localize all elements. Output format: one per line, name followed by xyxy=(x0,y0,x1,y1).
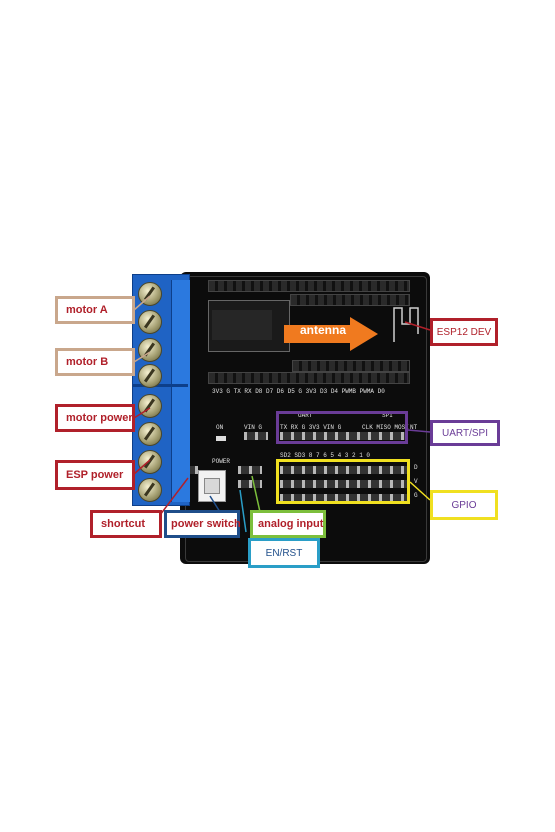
terminal-screw-4 xyxy=(138,364,162,388)
silk-top-pins: 3V3 G TX RX D8 D7 D6 D5 G 3V3 D3 D4 PWMB… xyxy=(212,388,385,395)
silk-gpio-pins: SD2 SD3 8 7 6 5 4 3 2 1 0 xyxy=(280,452,371,459)
antenna-arrow-icon xyxy=(284,317,378,351)
on-led xyxy=(216,436,226,441)
terminal-block-side xyxy=(171,280,190,502)
callout-uart-spi: UART/SPI xyxy=(430,420,500,446)
silk-power: POWER xyxy=(212,458,231,465)
silk-uart-pins: TX RX G 3V3 VIN G xyxy=(280,424,342,431)
callout-esp12-dev-text: ESP12 DEV xyxy=(436,326,492,338)
terminal-screw-6 xyxy=(138,422,162,446)
uart-spi-pin-strip xyxy=(280,432,406,440)
silk-side-g: G xyxy=(414,492,418,499)
callout-motor-b: motor B xyxy=(55,348,135,376)
callout-esp-power: ESP power xyxy=(55,460,135,490)
silk-spi-pins: CLK MISO MOSI xyxy=(362,424,409,431)
terminal-screw-2 xyxy=(138,310,162,334)
callout-shortcut-text: shortcut xyxy=(101,518,145,530)
callout-motor-b-text: motor B xyxy=(66,356,109,368)
silk-vin-g: VIN G xyxy=(244,424,263,431)
callout-motor-a-text: motor A xyxy=(66,304,108,316)
silk-side-v: V xyxy=(414,478,418,485)
callout-power-switch-text: power switch xyxy=(171,518,241,530)
callout-en-rst: EN/RST xyxy=(248,538,320,568)
terminal-screw-1 xyxy=(138,282,162,306)
callout-gpio-text: GPIO xyxy=(451,499,477,511)
callout-esp12-dev: ESP12 DEV xyxy=(430,318,498,346)
terminal-block-divider xyxy=(132,384,188,387)
gpio-highlight xyxy=(276,459,410,504)
callout-uart-spi-text: UART/SPI xyxy=(442,427,488,439)
shortcut-pin-strip xyxy=(184,466,198,474)
top-header-row-2 xyxy=(290,294,410,306)
middle-header-row-2 xyxy=(292,360,410,372)
terminal-screw-8 xyxy=(138,478,162,502)
analog-pin-strip xyxy=(238,466,262,474)
silk-spi: SPI xyxy=(382,412,393,419)
callout-motor-a: motor A xyxy=(55,296,135,324)
gpio-pin-strip-v xyxy=(280,480,410,488)
callout-esp-power-text: ESP power xyxy=(66,469,124,481)
silk-nt: NT xyxy=(410,424,418,431)
en-rst-pin-strip xyxy=(238,480,262,488)
callout-gpio: GPIO xyxy=(430,490,498,520)
power-switch-slider xyxy=(204,478,220,494)
callout-power-switch: power switch xyxy=(164,510,241,538)
callout-analog-input: analog input xyxy=(250,510,326,538)
silk-uart: UART xyxy=(298,412,313,419)
callout-shortcut: shortcut xyxy=(90,510,162,538)
terminal-screw-5 xyxy=(138,394,162,418)
terminal-screw-7 xyxy=(138,450,162,474)
top-header-row-1 xyxy=(208,280,410,292)
callout-analog-input-text: analog input xyxy=(258,518,324,530)
callout-motor-power: motor power xyxy=(55,404,135,432)
middle-header-row-1 xyxy=(208,372,410,384)
vin-g-pin-strip xyxy=(244,432,268,440)
callout-motor-power-text: motor power xyxy=(66,412,133,424)
silk-side-d: D xyxy=(414,464,418,471)
callout-en-rst-text: EN/RST xyxy=(265,547,303,559)
gpio-pin-strip-g xyxy=(280,494,410,502)
antenna-label: antenna xyxy=(300,323,347,337)
pcb-antenna-trace-icon xyxy=(393,307,419,342)
gpio-pin-strip-d xyxy=(280,466,410,474)
motor-driver-chip-body xyxy=(212,310,272,340)
silk-on: ON xyxy=(216,424,224,431)
uart-spi-highlight xyxy=(276,411,408,444)
terminal-screw-3 xyxy=(138,338,162,362)
